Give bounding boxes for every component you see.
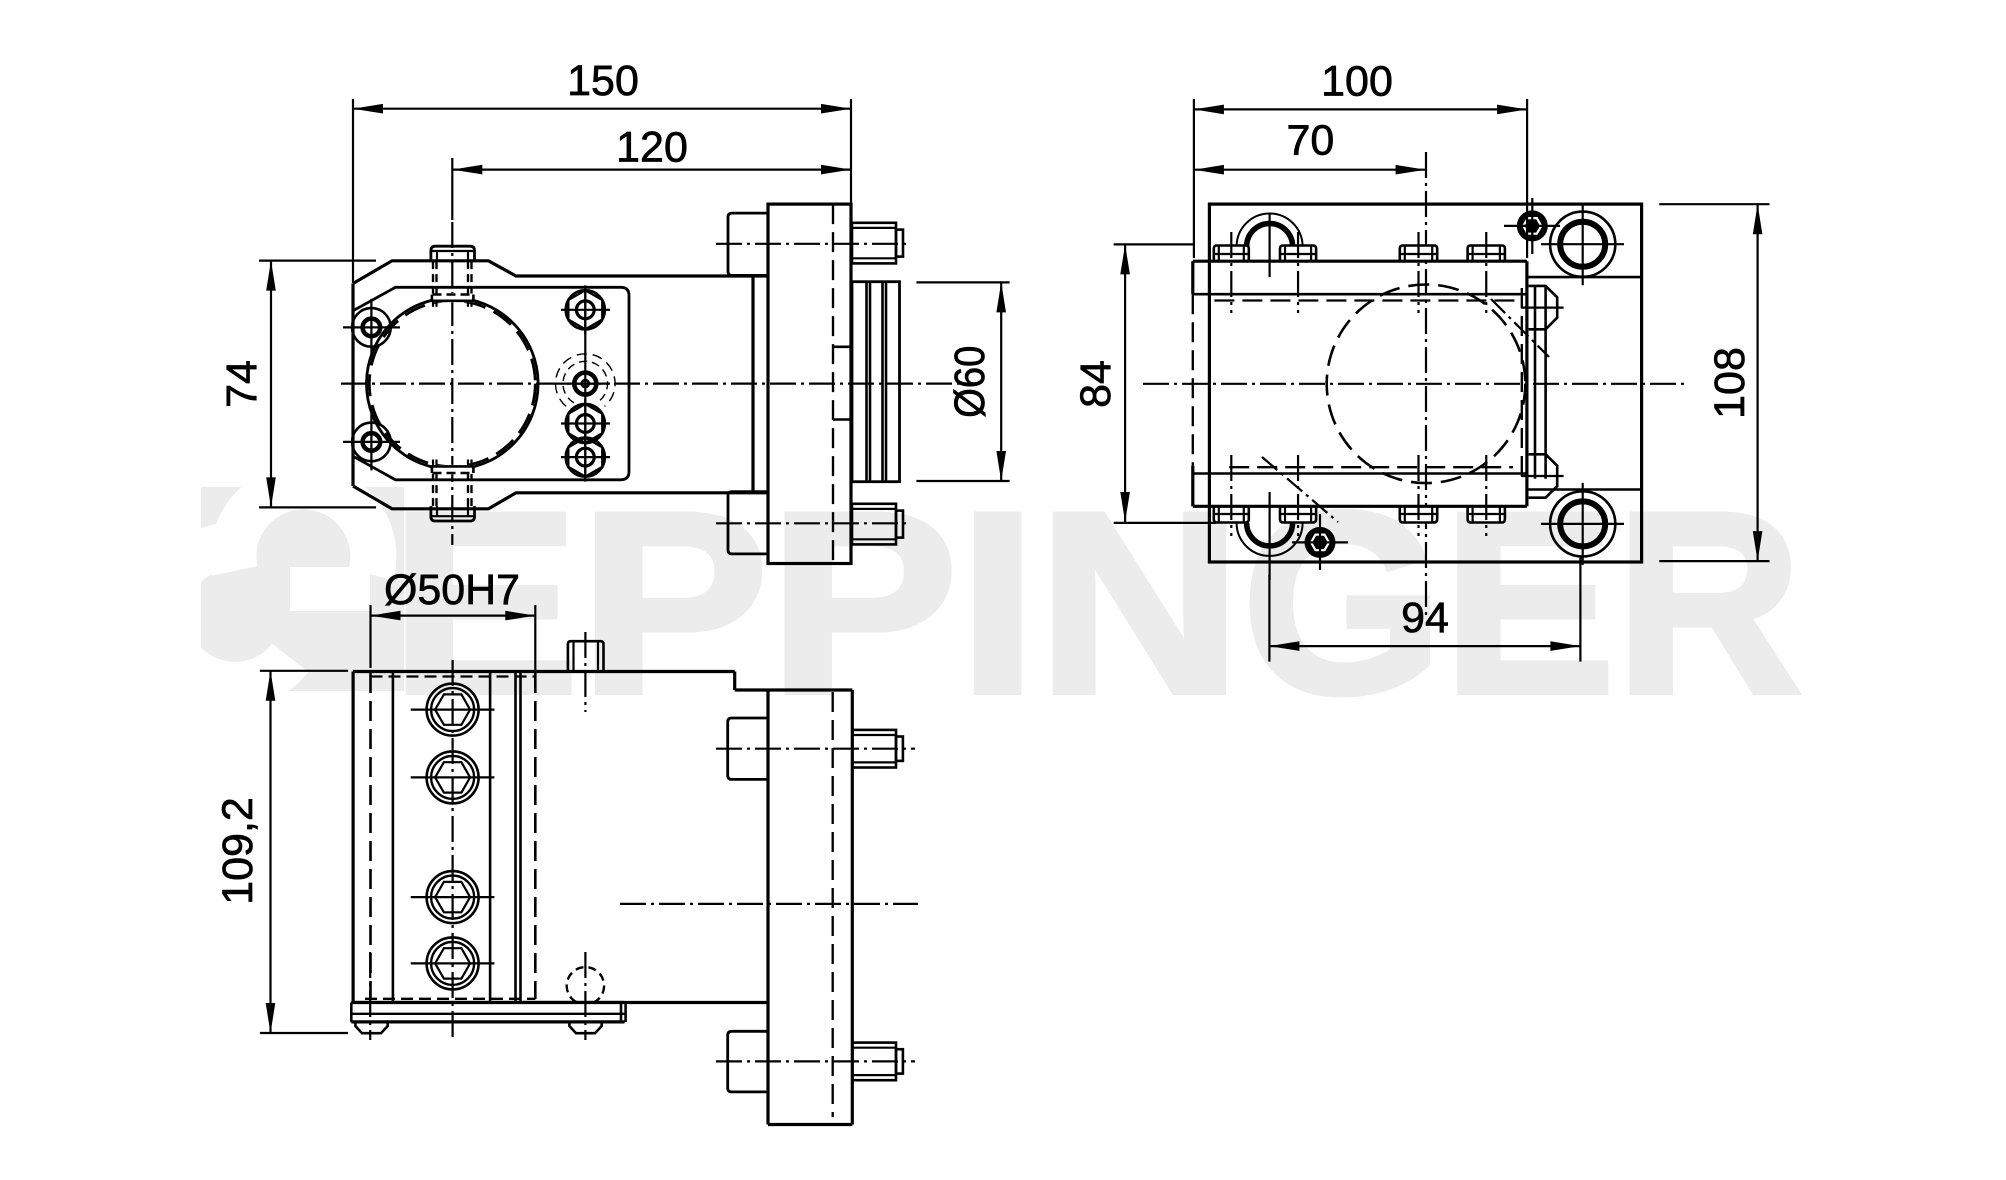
svg-text:108: 108 (1706, 347, 1754, 419)
svg-text:Ø60: Ø60 (946, 346, 994, 418)
svg-text:120: 120 (616, 124, 688, 172)
svg-text:84: 84 (1072, 360, 1120, 408)
svg-text:GER: GER (1242, 458, 1802, 747)
svg-text:Ø50H7: Ø50H7 (384, 566, 520, 614)
svg-text:109,2: 109,2 (214, 797, 262, 905)
svg-text:74: 74 (218, 360, 266, 408)
svg-text:100: 100 (1321, 58, 1393, 106)
svg-text:EPPIN: EPPIN (390, 458, 1242, 747)
svg-text:150: 150 (567, 57, 639, 105)
svg-text:70: 70 (1286, 117, 1334, 165)
svg-text:94: 94 (1401, 594, 1449, 642)
